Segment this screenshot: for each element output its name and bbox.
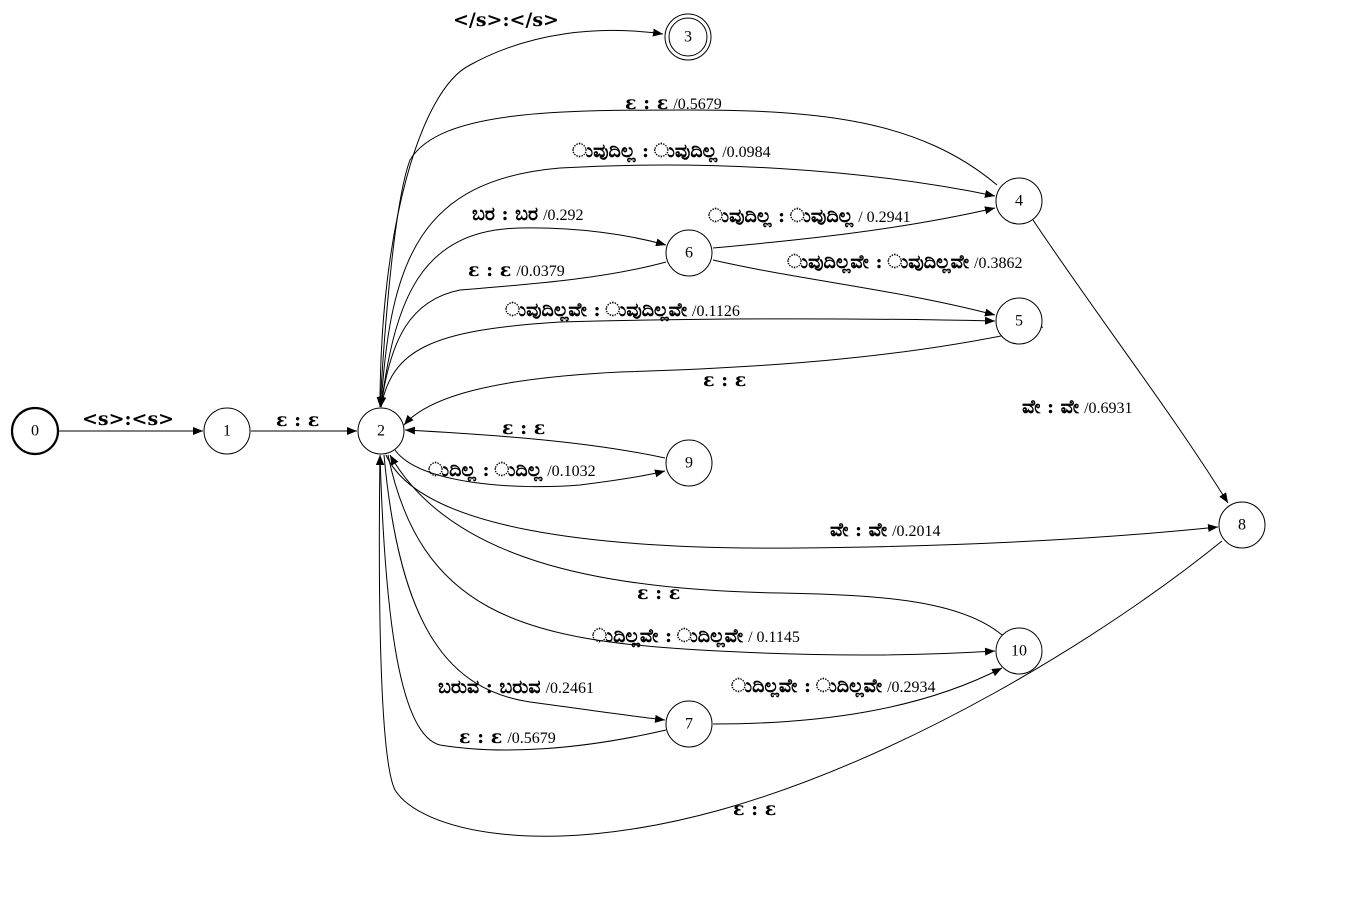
state-circle — [995, 177, 1043, 225]
state-circle — [203, 407, 251, 455]
state-node-9: 9 — [665, 439, 713, 487]
edge-4-to-2 — [376, 109, 998, 408]
edge-label-2-to-9: ುದಿಲ್ಲ : ುದಿಲ್ಲ/0.1032 — [428, 459, 596, 482]
state-node-3: 3 — [664, 13, 712, 61]
edge-2-to-8 — [385, 454, 1219, 549]
state-label: 4 — [1015, 193, 1023, 210]
state-label: 5 — [1015, 313, 1023, 330]
state-circle — [665, 439, 713, 487]
edge-label-2-to-4: ುವುದಿಲ್ಲ : ುವುದಿಲ್ಲ/0.0984 — [572, 140, 771, 163]
edge-label-4-to-8: ವೇ : ವೇ/0.6931 — [1022, 396, 1133, 418]
state-circle — [995, 297, 1043, 345]
state-circle — [995, 627, 1043, 675]
state-label: 10 — [1011, 643, 1027, 660]
state-node-1: 1 — [203, 407, 251, 455]
edge-label-2-to-3: </s>:</s> — [453, 9, 559, 31]
edge-6-to-4 — [712, 206, 996, 249]
edge-label-2-to-5: ುವುದಿಲ್ಲವೇ : ುವುದಿಲ್ಲವೇ/0.1126 — [505, 299, 740, 322]
edge-label-10-to-2: ε : ε — [637, 582, 680, 604]
state-node-6: 6 — [665, 229, 713, 277]
state-circle — [665, 229, 713, 277]
nodes-layer: 0 1 2 3 4 5 6 7 8 9 10 — [10, 13, 1266, 748]
state-node-10: 10 — [995, 627, 1043, 675]
state-label: 3 — [684, 29, 692, 46]
edge-label-5-to-2: ε : ε — [703, 369, 746, 391]
state-label: 8 — [1238, 517, 1246, 534]
edge-2-to-3 — [379, 28, 664, 408]
edge-7-to-10 — [712, 667, 1003, 725]
edge-label-7-to-10: ುದಿಲ್ಲವೇ : ುದಿಲ್ಲವೇ/0.2934 — [731, 675, 936, 698]
edge-label-1-to-2: ε : ε — [276, 409, 319, 431]
edge-2-to-4 — [380, 164, 996, 408]
state-circle — [665, 700, 713, 748]
edge-4-to-8 — [1032, 219, 1229, 504]
edge-label-2-to-8: ವೇ : ವೇ/0.2014 — [830, 519, 941, 541]
edge-7-to-2 — [376, 454, 667, 751]
edge-2-to-6 — [380, 227, 667, 408]
edge-label-2-to-7: ಬರುವ : ಬರುವ/0.2461 — [438, 676, 594, 698]
state-node-2: 2 — [357, 407, 405, 455]
state-label: 0 — [31, 423, 39, 440]
state-label: 1 — [223, 423, 231, 440]
edge-label-6-to-5: ುವುದಿಲ್ಲವೇ : ುವುದಿಲ್ಲವೇ/0.3862 — [787, 251, 1023, 274]
edges-layer — [59, 28, 1229, 837]
state-node-0: 0 — [10, 406, 60, 456]
state-node-7: 7 — [665, 700, 713, 748]
edge-9-to-2 — [404, 426, 666, 459]
edge-2-to-5 — [380, 316, 996, 408]
edge-2-to-9 — [394, 449, 666, 488]
state-circle — [357, 407, 405, 455]
edge-label-9-to-2: ε : ε — [502, 417, 545, 439]
edge-label-6-to-2: ε : ε/0.0379 — [468, 259, 565, 281]
state-node-5: 5 — [995, 297, 1043, 345]
edge-6-to-5 — [712, 259, 996, 317]
edge-8-to-2 — [375, 454, 1223, 837]
edge-label-0-to-1: <s>:<s> — [82, 408, 174, 430]
edge-label-4-to-2: ε : ε/0.5679 — [625, 92, 722, 114]
edge-2-to-7 — [383, 454, 666, 723]
state-node-8: 8 — [1218, 501, 1266, 549]
state-circle — [10, 406, 60, 456]
state-circle — [1218, 501, 1266, 549]
state-node-4: 4 — [995, 177, 1043, 225]
edge-label-7-to-2: ε : ε/0.5679 — [459, 726, 556, 748]
edge-10-to-2 — [389, 454, 1003, 636]
state-label: 2 — [377, 423, 385, 440]
edge-labels-layer: <s>:<s> ε : ε </s>:</s> ε : ε/0.5679ುವುದಿಲ್… — [82, 9, 1133, 820]
edge-label-2-to-6: ಬರ : ಬರ/0.292 — [472, 203, 584, 225]
final-state-inner-circle — [668, 17, 708, 57]
state-label: 7 — [685, 716, 693, 733]
edge-5-to-2 — [403, 326, 1044, 426]
edge-label-2-to-10: ುದಿಲ್ಲವೇ : ುದಿಲ್ಲವೇ/ 0.1145 — [592, 625, 800, 648]
edge-6-to-2 — [378, 261, 667, 408]
edge-label-6-to-4: ುವುದಿಲ್ಲ : ುವುದಿಲ್ಲ/ 0.2941 — [708, 205, 911, 228]
state-label: 6 — [685, 245, 693, 262]
edge-label-8-to-2: ε : ε — [733, 798, 776, 820]
edge-2-to-10 — [387, 454, 996, 656]
state-label: 9 — [685, 455, 693, 472]
